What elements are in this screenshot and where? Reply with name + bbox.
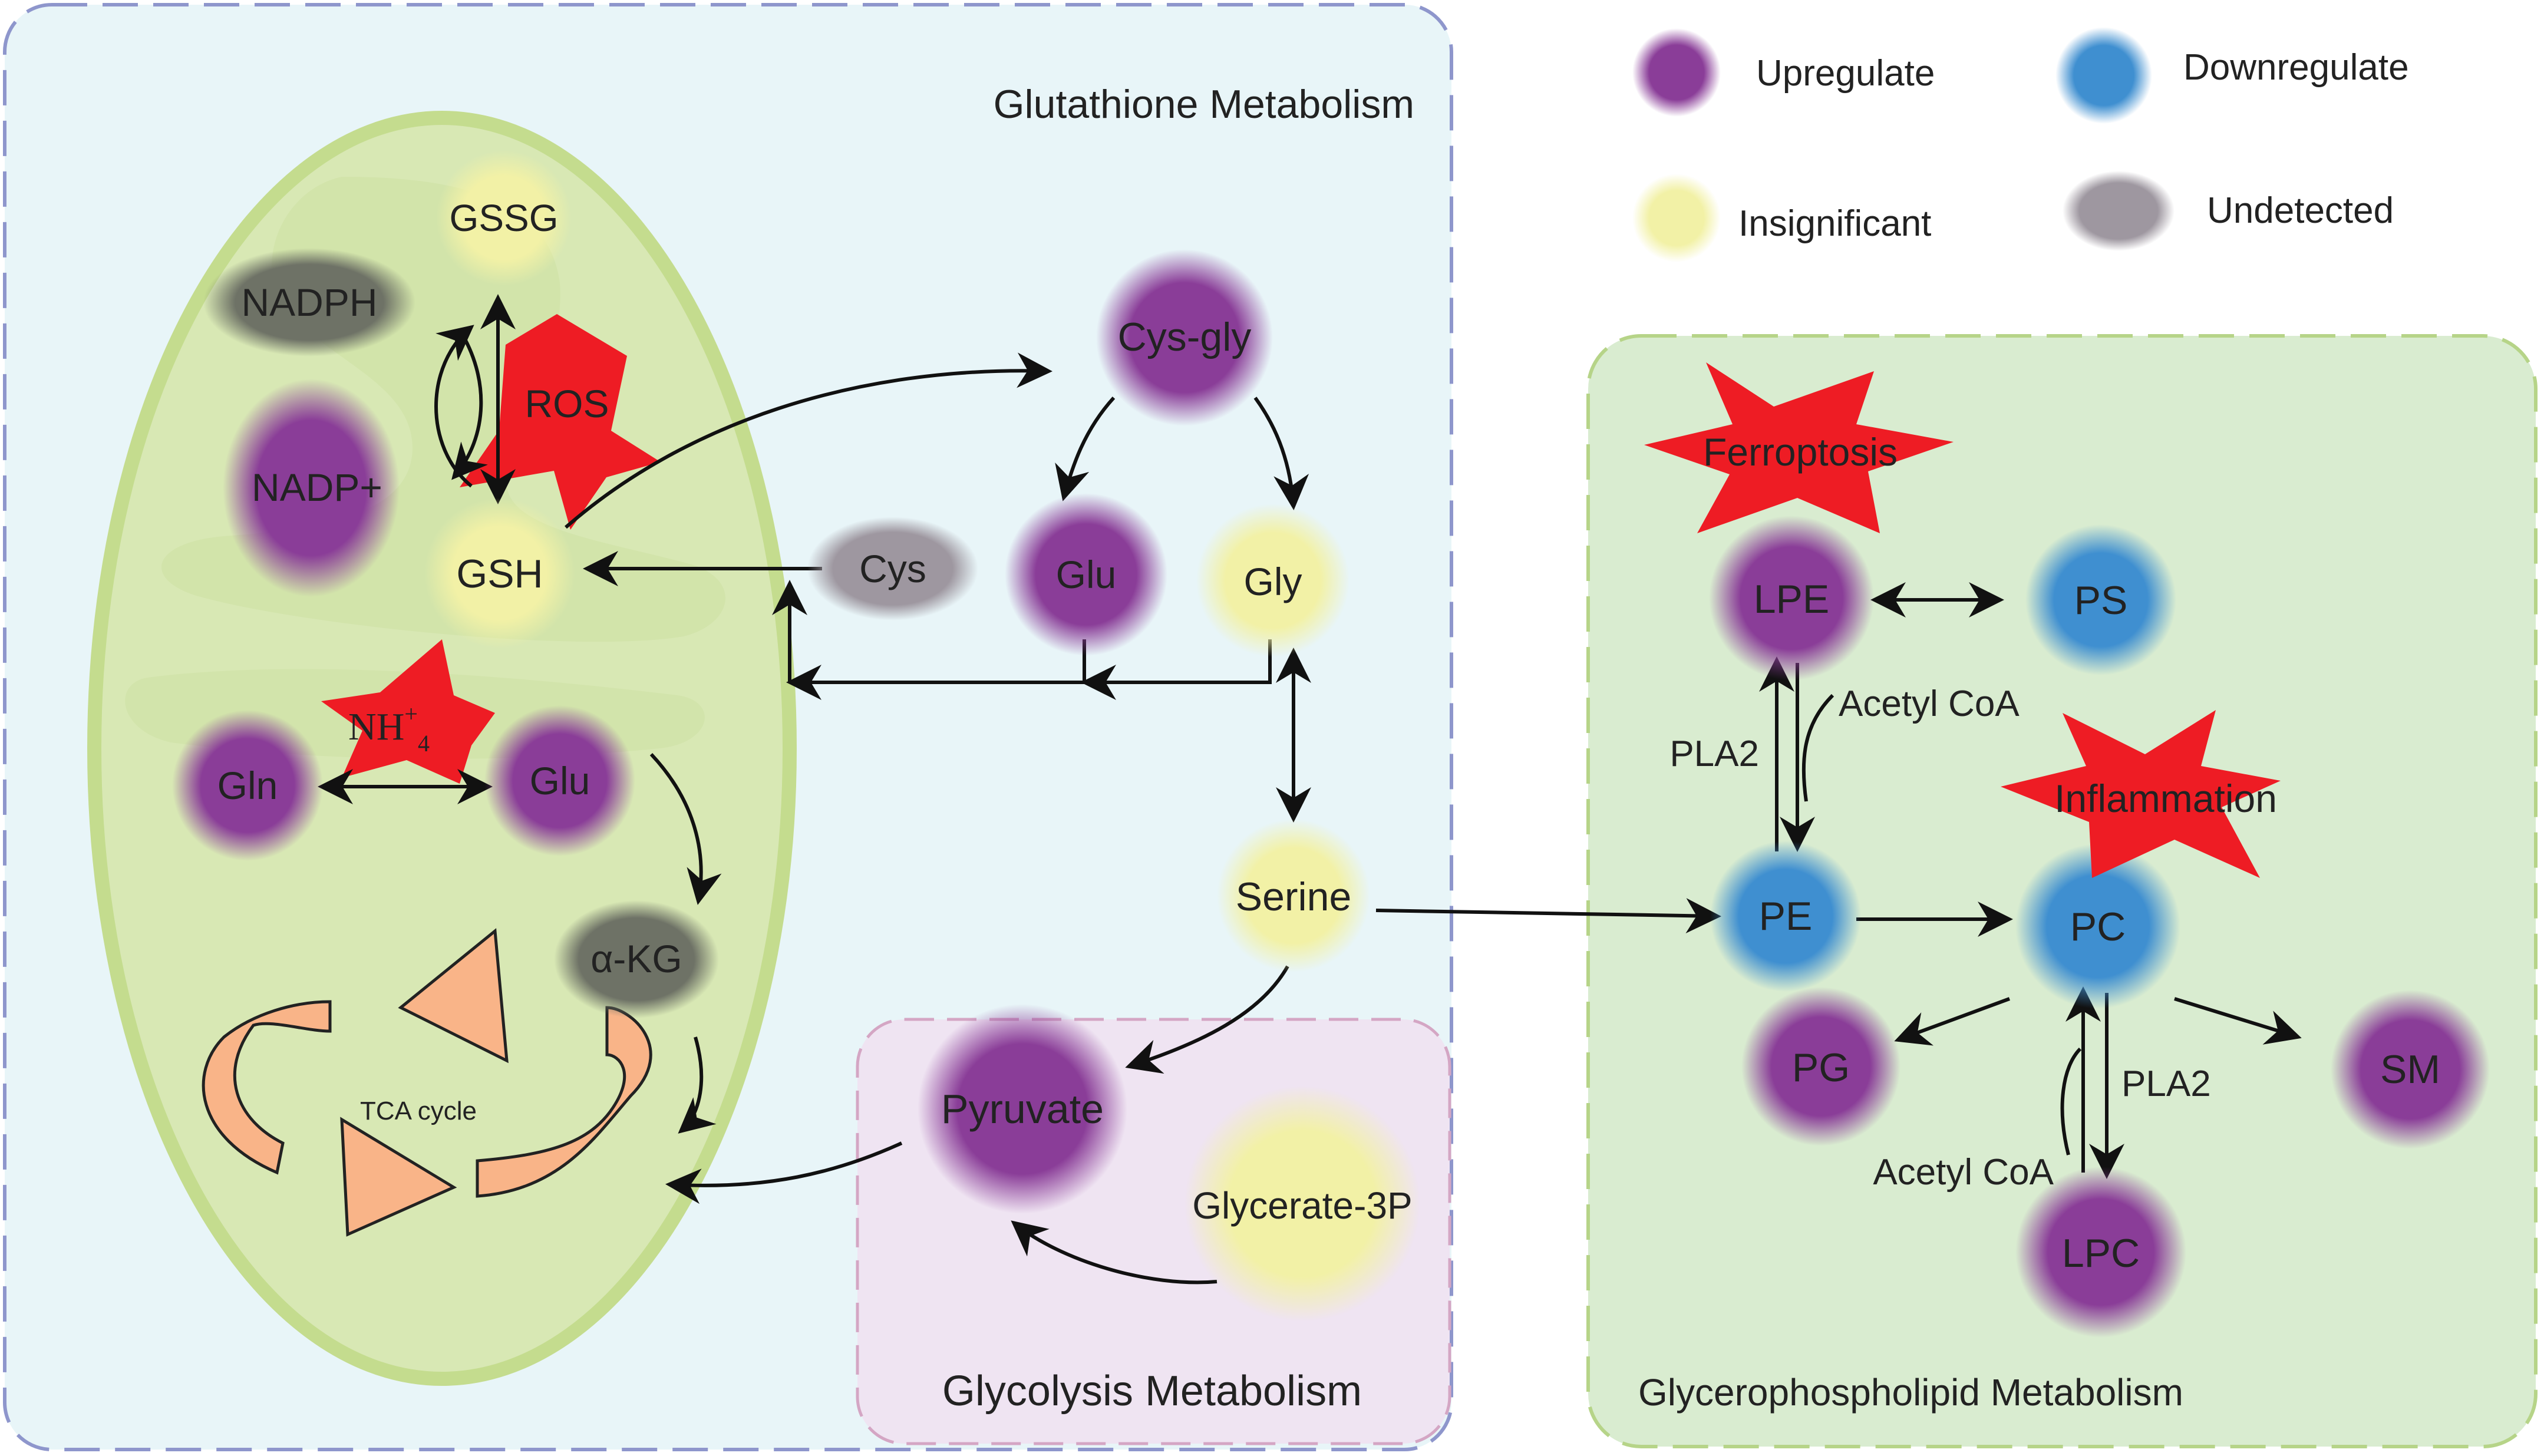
legend-upregulate-swatch bbox=[1632, 28, 1721, 117]
legend-undetected-label: Undetected bbox=[2207, 190, 2394, 231]
pla2-top-label: PLA2 bbox=[1669, 734, 1759, 774]
node-lpc-label: LPC bbox=[2062, 1231, 2140, 1276]
node-cysgly-label: Cys-gly bbox=[1118, 315, 1252, 359]
node-glycerate: Glycerate-3P bbox=[1184, 1086, 1420, 1322]
node-lpc: LPC bbox=[2015, 1167, 2186, 1338]
node-pg-label: PG bbox=[1792, 1045, 1850, 1090]
node-gln-label: Gln bbox=[217, 764, 278, 807]
node-lpe: LPE bbox=[1709, 516, 1874, 681]
node-cys-label: Cys bbox=[859, 547, 926, 590]
node-gly: Gly bbox=[1196, 504, 1349, 657]
node-serine-label: Serine bbox=[1236, 874, 1352, 919]
nh-star: NH+4 bbox=[321, 639, 495, 784]
tca-label: TCA cycle bbox=[360, 1097, 477, 1125]
nh-label: NH+4 bbox=[348, 701, 430, 757]
node-pyruvate: Pyruvate bbox=[918, 1004, 1127, 1214]
glutathione-title: Glutathione Metabolism bbox=[994, 82, 1414, 127]
legend-undetected-swatch bbox=[2063, 171, 2175, 251]
node-nadp: NADP+ bbox=[223, 379, 400, 597]
legend-insignificant-label: Insignificant bbox=[1738, 203, 1931, 244]
node-gssg-label: GSSG bbox=[450, 197, 559, 239]
glycolysis-title: Glycolysis Metabolism bbox=[942, 1368, 1362, 1415]
node-pc-label: PC bbox=[2070, 904, 2126, 949]
node-pe-label: PE bbox=[1759, 894, 1813, 939]
node-gsh: GSH bbox=[424, 498, 575, 649]
legend: Upregulate Downregulate Insignificant Un… bbox=[1632, 27, 2409, 262]
legend-insignificant-swatch bbox=[1632, 174, 1721, 262]
node-gln: Gln bbox=[172, 710, 323, 861]
node-glu: Glu bbox=[1005, 493, 1167, 656]
legend-downregulate-swatch bbox=[2055, 27, 2152, 124]
node-glycerate-label: Glycerate-3P bbox=[1192, 1184, 1412, 1227]
node-ps-label: PS bbox=[2074, 578, 2128, 623]
ros-label: ROS bbox=[524, 382, 609, 425]
node-nadph: NADPH bbox=[203, 248, 415, 356]
node-glu-mito: Glu bbox=[484, 705, 635, 856]
legend-downregulate-label: Downregulate bbox=[2183, 47, 2409, 88]
pla2-bottom-label: PLA2 bbox=[2121, 1064, 2211, 1104]
inflammation-label: Inflammation bbox=[2054, 777, 2277, 820]
acetyl-coa-bottom-label: Acetyl CoA bbox=[1873, 1152, 2054, 1193]
node-glu-label: Glu bbox=[1056, 553, 1117, 596]
inflammation-star: Inflammation bbox=[2001, 710, 2281, 878]
acetyl-coa-top-label: Acetyl CoA bbox=[1839, 684, 2020, 724]
node-pg: PG bbox=[1741, 987, 1900, 1146]
node-akg-label: α-KG bbox=[590, 937, 682, 980]
node-gssg: GSSG bbox=[436, 150, 572, 286]
pathway-arrows bbox=[318, 294, 2302, 1285]
node-lpe-label: LPE bbox=[1754, 577, 1830, 622]
node-cys: Cys bbox=[807, 517, 978, 620]
node-nadp-label: NADP+ bbox=[252, 465, 382, 509]
glycerophospholipid-title: Glycerophospholipid Metabolism bbox=[1638, 1371, 2183, 1414]
node-serine: Serine bbox=[1217, 819, 1370, 972]
node-pyruvate-label: Pyruvate bbox=[941, 1086, 1104, 1132]
ferroptosis-star: Ferroptosis bbox=[1644, 362, 1954, 533]
node-sm: SM bbox=[2331, 990, 2490, 1149]
node-pc: PC bbox=[2015, 844, 2180, 1009]
ferroptosis-label: Ferroptosis bbox=[1703, 430, 1898, 474]
node-cysgly: Cys-gly bbox=[1096, 249, 1273, 426]
node-glu-mito-label: Glu bbox=[530, 759, 590, 803]
node-gsh-label: GSH bbox=[456, 552, 543, 596]
node-gly-label: Gly bbox=[1244, 560, 1302, 603]
node-sm-label: SM bbox=[2380, 1047, 2440, 1092]
legend-upregulate-label: Upregulate bbox=[1756, 53, 1935, 94]
tca-cycle: TCA cycle bbox=[202, 928, 652, 1237]
node-pe: PE bbox=[1710, 841, 1861, 992]
node-nadph-label: NADPH bbox=[241, 280, 377, 324]
node-akg: α-KG bbox=[554, 900, 719, 1018]
node-ps: PS bbox=[2025, 524, 2176, 675]
